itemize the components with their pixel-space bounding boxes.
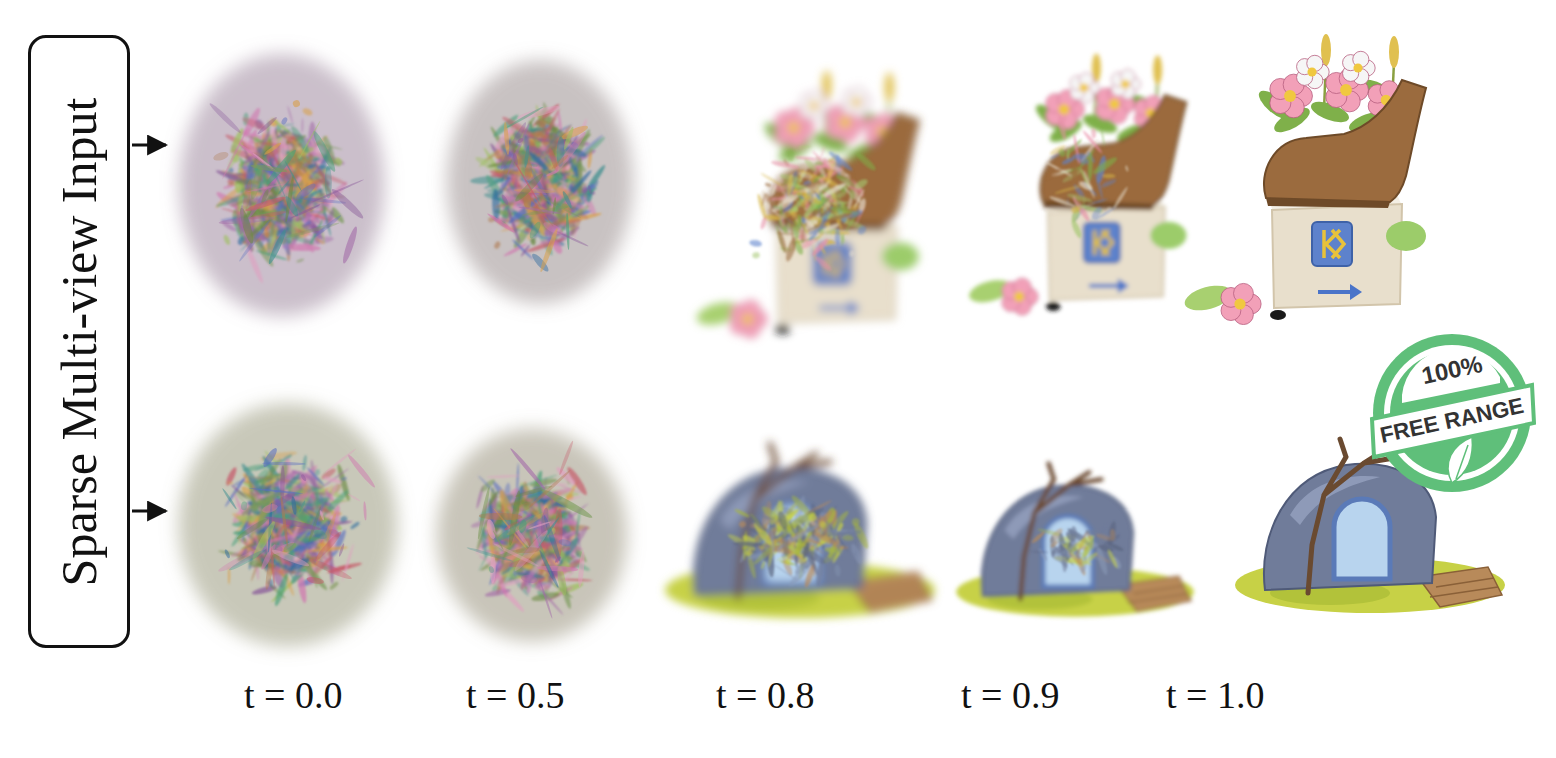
flower-center — [1059, 104, 1070, 115]
flower-center — [852, 98, 860, 106]
flower-center — [1080, 84, 1088, 92]
flower-center — [742, 314, 752, 324]
flower-center — [1307, 67, 1316, 76]
wheat-ear — [1389, 36, 1399, 68]
reconstruction — [967, 54, 1187, 316]
flower-center — [1284, 90, 1296, 102]
flower-center — [810, 101, 818, 109]
flower-center — [1121, 80, 1129, 88]
bush — [882, 243, 919, 271]
bush — [1150, 222, 1186, 249]
noisy-gaussians — [447, 60, 633, 303]
flower-center — [1353, 63, 1362, 72]
flower-center — [1234, 298, 1245, 309]
reconstruction — [694, 71, 919, 338]
flower-center — [1014, 292, 1024, 302]
noisy-gaussians — [179, 403, 398, 646]
reconstruction — [1182, 34, 1426, 325]
gaussian-splat — [764, 182, 771, 187]
flower-center — [1340, 84, 1352, 96]
bee — [1270, 310, 1286, 320]
wheat-ear — [885, 73, 894, 102]
gaussian-splat — [749, 239, 763, 247]
noisy-gaussians — [179, 54, 384, 316]
bush — [1386, 221, 1426, 251]
bee — [1046, 302, 1060, 311]
flower-center — [788, 122, 799, 133]
gaussian-splat — [752, 252, 761, 259]
bee — [775, 325, 790, 334]
render-sequence — [179, 34, 1505, 647]
flower-center — [840, 117, 851, 128]
flower-center — [1109, 99, 1120, 110]
gaussian-splat — [1091, 128, 1096, 138]
wheat-ear — [1153, 55, 1162, 84]
